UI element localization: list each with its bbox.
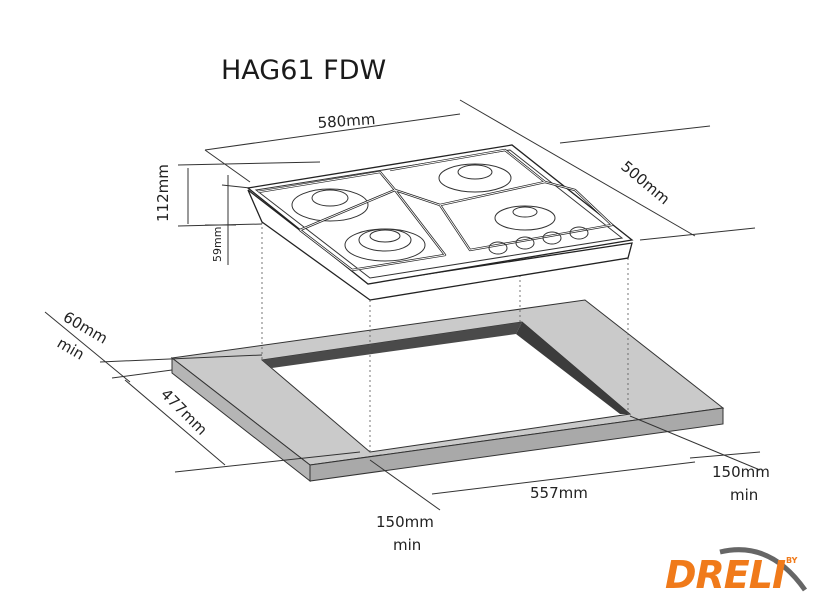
- front-clearance-min: min: [54, 334, 88, 364]
- depth-label: 500mm: [617, 157, 673, 208]
- width-label: 580mm: [317, 110, 376, 132]
- control-knobs: [488, 226, 589, 255]
- right-clearance-label: 150mm: [712, 463, 770, 481]
- projection-lines: [261, 222, 629, 452]
- svg-text:DRELI: DRELI: [665, 553, 786, 597]
- height-above-label: 59mm: [211, 227, 224, 262]
- left-clearance-min: min: [393, 536, 421, 554]
- model-title: HAG61 FDW: [221, 55, 386, 86]
- left-clearance-label: 150mm: [376, 513, 434, 531]
- dimension-lines: [44, 99, 761, 511]
- height-label: 112mm: [154, 164, 172, 222]
- cutout-width-label: 557mm: [530, 484, 588, 502]
- right-clearance-min: min: [730, 486, 758, 504]
- countertop: [170, 299, 725, 483]
- gas-hob: [246, 144, 634, 301]
- svg-text:BY: BY: [786, 556, 798, 565]
- dreli-logo: DRELI BY: [665, 547, 808, 597]
